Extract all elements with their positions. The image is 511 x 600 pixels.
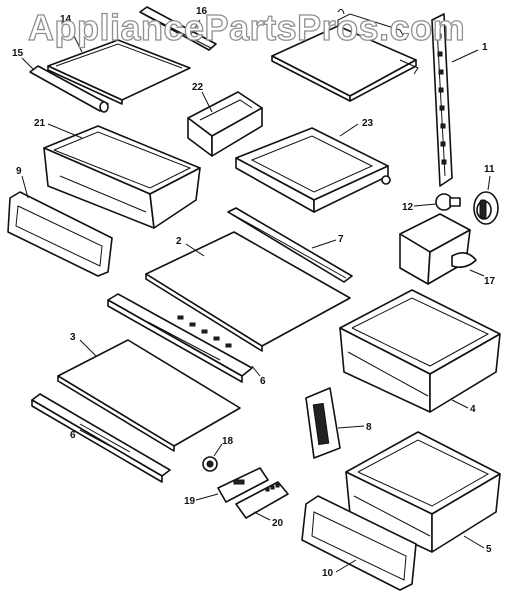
callout-6-upper: 6 [260, 376, 266, 387]
part-17-light-housing[interactable] [399, 213, 477, 285]
callout-17: 17 [484, 276, 496, 287]
callout-5: 5 [486, 544, 492, 555]
part-4-crisper-pan[interactable] [339, 289, 501, 413]
callout-16: 16 [196, 6, 208, 17]
callout-2: 2 [176, 236, 182, 247]
callout-7: 7 [338, 234, 344, 245]
part-9-pan-front[interactable] [7, 191, 113, 277]
part-23-frame[interactable] [235, 127, 391, 213]
part-11-control-dial[interactable] [473, 191, 499, 225]
callout-23: 23 [362, 118, 374, 129]
callout-9: 9 [16, 166, 22, 177]
part-21-crisper-pan[interactable] [43, 125, 201, 229]
callout-15: 15 [12, 48, 24, 59]
watermark-text: AppliancePartsPros.com [28, 7, 465, 48]
part-6-shelf-trim-lower[interactable] [31, 393, 171, 483]
leader-lines [21, 19, 491, 573]
part-10-pan-front[interactable] [301, 495, 417, 591]
callout-20: 20 [272, 518, 284, 529]
part-22-tray[interactable] [187, 91, 263, 157]
part-1-shelf-rail[interactable] [431, 13, 453, 187]
callout-10: 10 [322, 568, 334, 579]
callout-11: 11 [484, 164, 495, 175]
part-14-shelf-glass[interactable] [47, 39, 191, 105]
part-20-label-plate[interactable] [235, 481, 289, 519]
part-8-cover[interactable] [305, 387, 341, 459]
part-16-trim[interactable] [139, 6, 217, 51]
part-12-light-bulb[interactable] [435, 193, 461, 211]
part-15-rod[interactable] [29, 65, 109, 113]
callout-6-lower: 6 [70, 430, 76, 441]
callout-18: 18 [222, 436, 234, 447]
callout-14: 14 [60, 14, 72, 25]
callout-12: 12 [402, 202, 414, 213]
part-2-glass-shelf[interactable] [145, 231, 351, 352]
callout-4: 4 [470, 404, 476, 415]
callout-22: 22 [192, 82, 204, 93]
part-18-knob[interactable] [202, 456, 218, 472]
part-5-crisper-pan[interactable] [345, 431, 501, 553]
watermark: AppliancePartsPros.com [28, 6, 465, 48]
part-7-shelf-trim[interactable] [227, 207, 353, 283]
part-6-shelf-trim-upper[interactable] [107, 293, 253, 383]
part-19-control-plate[interactable] [217, 467, 269, 503]
callout-8: 8 [366, 422, 372, 433]
upper-shelf-right[interactable] [271, 8, 419, 102]
callout-19: 19 [184, 496, 196, 507]
callout-1: 1 [482, 42, 488, 53]
callout-21: 21 [34, 118, 46, 129]
callout-labels: 14 15 16 1 22 23 21 9 11 12 17 2 7 4 3 6… [12, 6, 496, 579]
callout-3: 3 [70, 332, 76, 343]
part-3-glass-shelf[interactable] [57, 339, 241, 452]
